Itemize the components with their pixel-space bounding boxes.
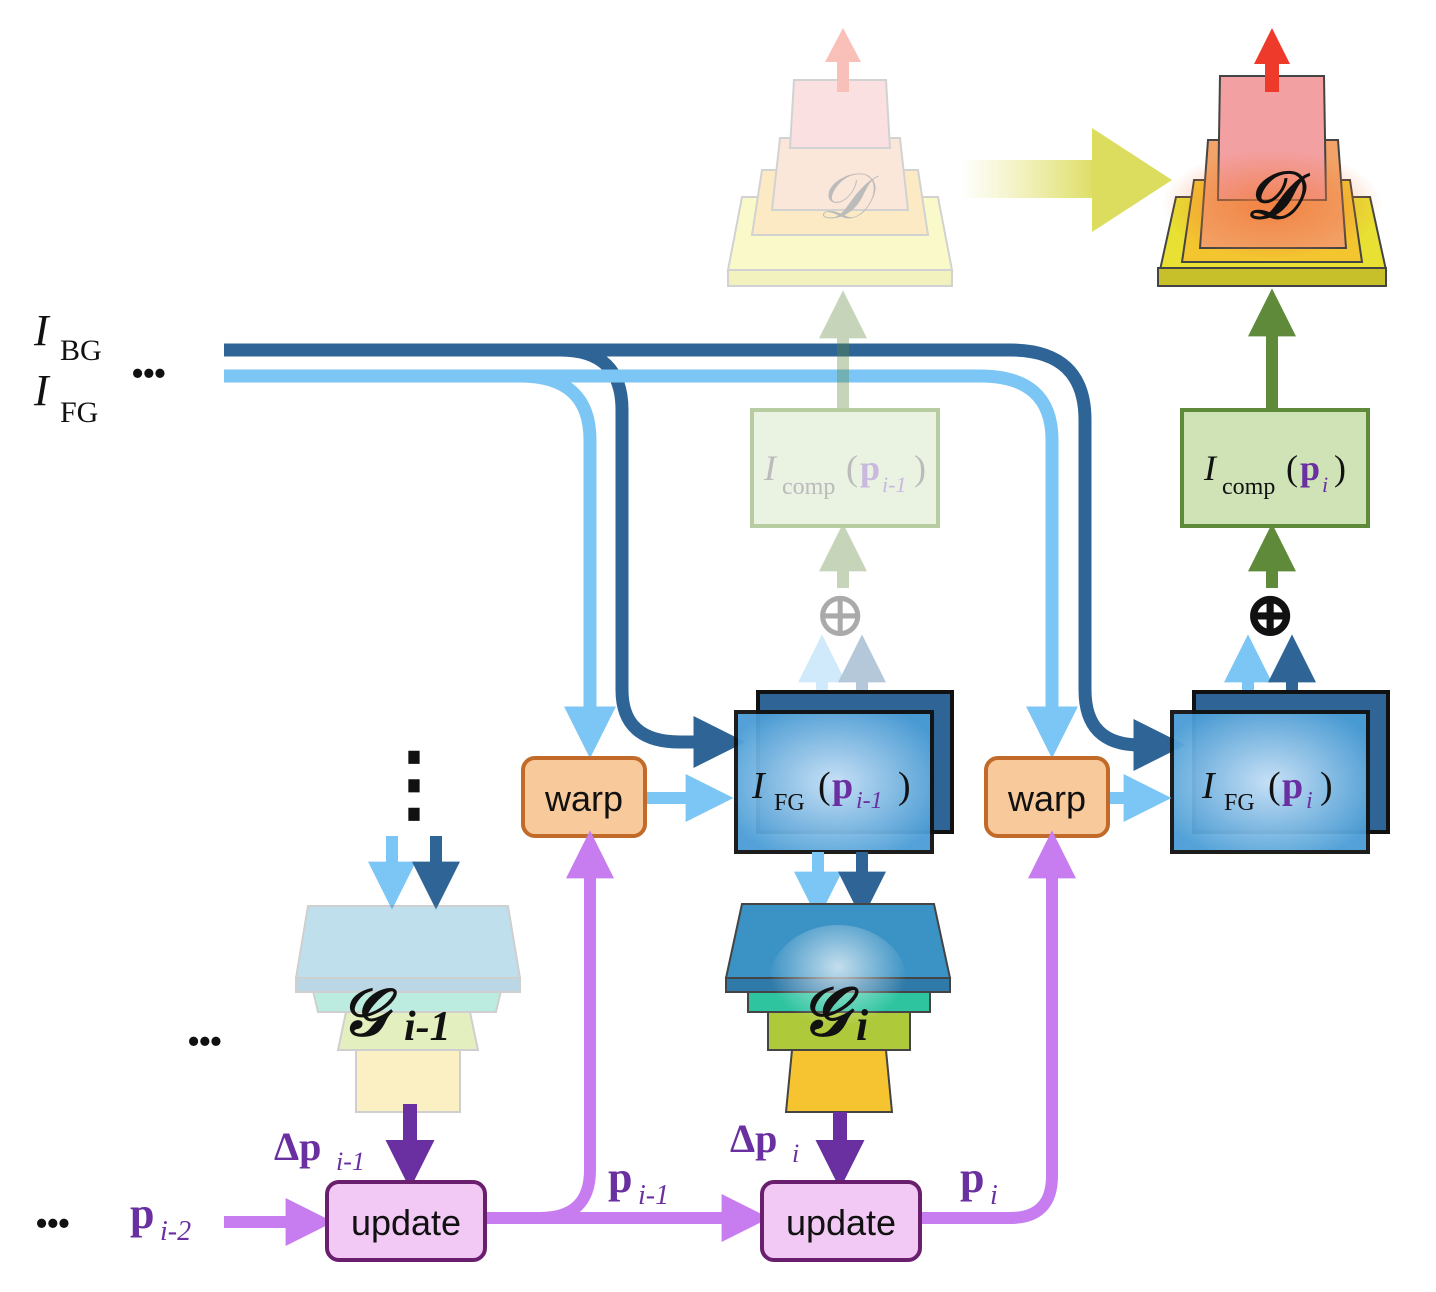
svg-text:i-1: i-1 — [638, 1180, 669, 1211]
svg-text:p: p — [1300, 448, 1320, 488]
update-prev-label: update — [351, 1202, 461, 1243]
oplus-curr: ⊕ — [1243, 577, 1297, 652]
svg-text:p: p — [832, 765, 853, 807]
p-i-to-warp — [922, 830, 1076, 1224]
svg-text:i-2: i-2 — [160, 1216, 191, 1247]
svg-text:p: p — [608, 1153, 632, 1202]
svg-text:I: I — [1203, 448, 1218, 488]
svg-text:): ) — [898, 765, 911, 807]
generator-prev — [294, 905, 522, 1113]
svg-text:comp: comp — [1222, 474, 1275, 500]
dp-curr-label: Δp i — [730, 1116, 799, 1168]
input-bg-label: I BG — [33, 306, 102, 367]
svg-text:): ) — [1334, 448, 1346, 488]
update-prev-box — [325, 1180, 487, 1262]
svg-text:i-1: i-1 — [856, 788, 883, 814]
input-fg-label: I FG — [33, 366, 98, 429]
fg-branch-prev — [519, 369, 616, 759]
svg-text:FG: FG — [774, 790, 805, 816]
p-i-label: p i — [960, 1153, 998, 1211]
update-curr-box — [760, 1180, 922, 1262]
warp-curr-label: warp — [1007, 778, 1086, 819]
generator-curr — [724, 903, 952, 1113]
bg-branch-prev — [559, 343, 746, 768]
svg-text:i: i — [990, 1180, 998, 1211]
svg-text:): ) — [914, 448, 926, 488]
svg-text:I: I — [763, 448, 778, 488]
svg-text:i: i — [1306, 788, 1313, 814]
fg-label-curr: I FG ( p i ) — [1201, 765, 1333, 816]
svg-text:p: p — [130, 1189, 154, 1238]
svg-text:): ) — [1320, 765, 1333, 807]
svg-text:p: p — [1282, 765, 1303, 807]
svg-text:I: I — [33, 366, 51, 415]
fg-label-prev: I FG ( p i-1 ) — [751, 765, 911, 816]
warp-prev-label: warp — [544, 778, 623, 819]
svg-text:(: ( — [846, 448, 858, 488]
svg-text:p: p — [860, 448, 880, 488]
p-im1-to-warp — [539, 830, 614, 1224]
svg-text:comp: comp — [782, 474, 835, 500]
p-im2-label: p i-2 — [130, 1189, 191, 1247]
svg-text:(: ( — [1268, 765, 1281, 807]
svg-text:I: I — [1201, 765, 1217, 807]
svg-text:i: i — [856, 1001, 869, 1050]
svg-text:Δp: Δp — [274, 1124, 321, 1169]
composite-curr-label: I comp ( p i ) — [1203, 448, 1346, 500]
left-ellipsis: ••• — [36, 1205, 70, 1241]
composite-curr-box — [1180, 408, 1370, 528]
fg-stream — [224, 369, 1078, 759]
discriminator-prev — [726, 28, 954, 287]
fg-stack-prev — [734, 690, 954, 854]
gen-prev-vdots: ⋮ — [372, 733, 456, 832]
svg-text:p: p — [960, 1153, 984, 1202]
oplus-prev-inputs — [798, 634, 886, 690]
svg-text:I: I — [751, 765, 767, 807]
shared-weights-arrow — [960, 128, 1172, 232]
svg-text:i: i — [792, 1139, 799, 1168]
svg-text:FG: FG — [1224, 790, 1255, 816]
svg-text:(: ( — [818, 765, 831, 807]
p-im1-label: p i-1 — [608, 1153, 669, 1211]
composite-prev-box — [750, 408, 940, 528]
svg-text:I: I — [33, 306, 51, 355]
svg-text:i-1: i-1 — [336, 1147, 365, 1176]
fg-stack-curr — [1170, 690, 1390, 854]
svg-text:(: ( — [1286, 448, 1298, 488]
dp-prev-label: Δp i-1 — [274, 1124, 365, 1176]
svg-text:FG: FG — [60, 396, 98, 429]
gen-prev-left-ellipsis: ••• — [188, 1023, 222, 1059]
input-ellipsis: ••• — [132, 355, 166, 391]
svg-text:Δp: Δp — [730, 1116, 777, 1161]
svg-text:i-1: i-1 — [882, 472, 906, 497]
discriminator-curr — [1157, 28, 1388, 287]
update-curr-label: update — [786, 1202, 896, 1243]
svg-text:i-1: i-1 — [404, 1004, 451, 1050]
bg-stream — [224, 343, 1186, 771]
composite-prev-label: I comp ( p i-1 ) — [763, 448, 926, 500]
svg-text:BG: BG — [60, 334, 102, 367]
svg-text:i: i — [1322, 472, 1328, 497]
oplus-prev: ⊕ — [813, 578, 867, 652]
